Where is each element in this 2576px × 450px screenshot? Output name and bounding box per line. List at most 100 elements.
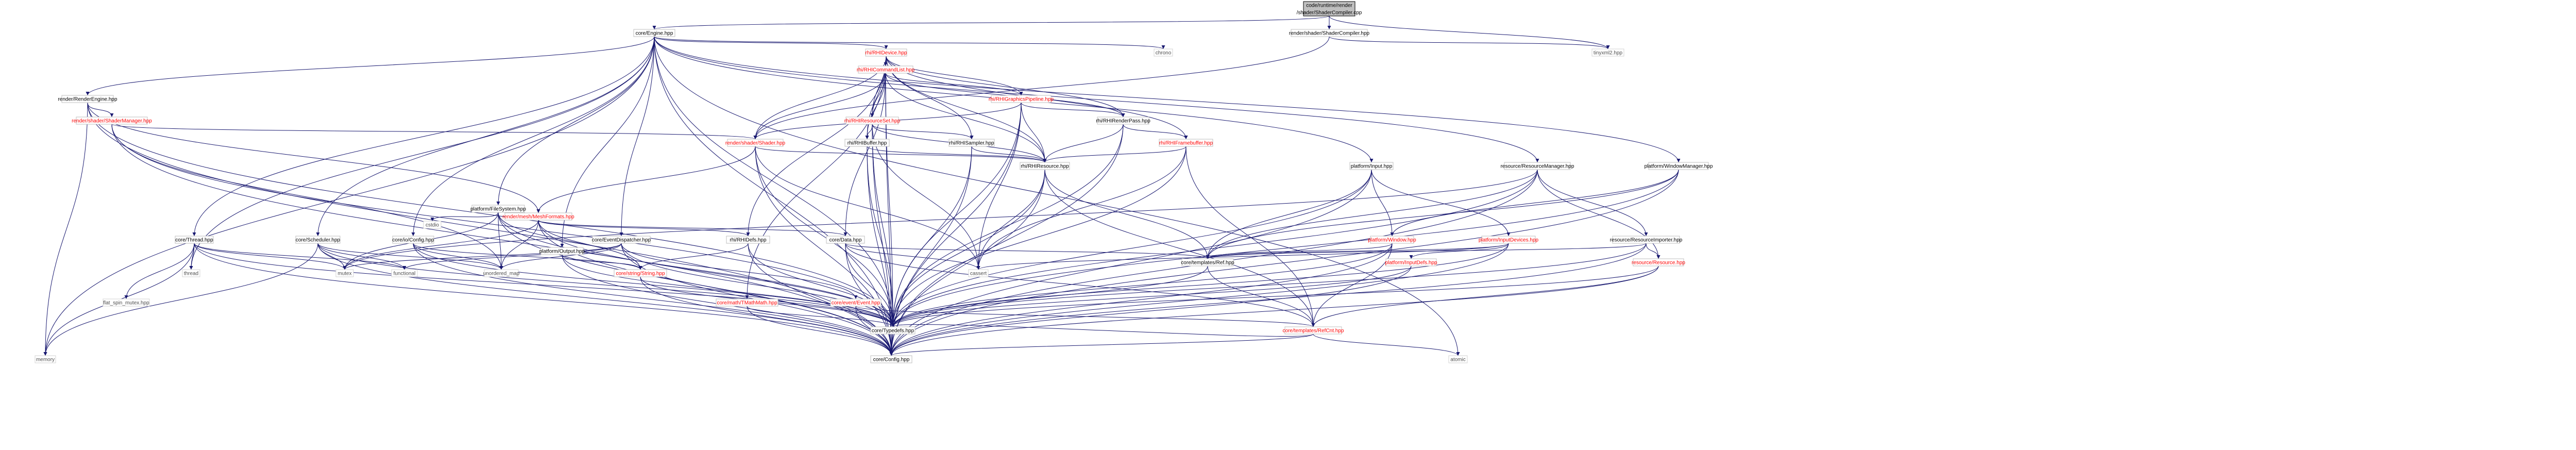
node-rhisampler[interactable]: rhi/RHISampler.hpp (948, 139, 995, 147)
node-box (335, 269, 354, 277)
node-label: rhi/RHIRenderPass.hpp (1096, 119, 1150, 124)
node-string[interactable]: core/string/String.hpp (614, 269, 667, 277)
node-renderengine[interactable]: render/RenderEngine.hpp (58, 95, 117, 103)
edge-engine-to-renderengine (86, 36, 655, 96)
edge-meshformats-to-rhidefs (538, 220, 750, 237)
node-rhidevice[interactable]: rhi/RHIDevice.hpp (865, 48, 907, 57)
node-label: core/io/Config.hpp (392, 238, 434, 243)
node-label: mutex (337, 271, 351, 277)
node-rhirenderpass[interactable]: rhi/RHIRenderPass.hpp (1096, 116, 1150, 125)
node-rhicommandlist[interactable]: rhi/RHICommandList.hpp (857, 65, 915, 74)
edge-windowmanager-to-ref (1206, 169, 1679, 259)
node-platformwindow[interactable]: platform/Window.hpp (1368, 236, 1416, 244)
node-inputdevices[interactable]: platform/InputDevices.hpp (1479, 236, 1539, 244)
edge-rhibuffer-to-config (867, 146, 893, 356)
node-functional: functional (391, 269, 418, 277)
node-box (103, 298, 150, 307)
node-inputdefs[interactable]: platform/InputDefs.hpp (1385, 258, 1437, 266)
node-label: cassert (970, 271, 987, 277)
node-scheduler[interactable]: core/Scheduler.hpp (295, 236, 341, 244)
node-label: atomic (1450, 357, 1465, 363)
node-resource[interactable]: resource/Resource.hpp (1632, 258, 1685, 266)
node-tmathmath[interactable]: core/math/TMathMath.hpp (716, 298, 778, 307)
node-rhiframebuffer[interactable]: rhi/RHIFramebuffer.hpp (1159, 139, 1213, 147)
node-label: memory (36, 357, 55, 363)
node-platformoutput[interactable]: platform/Output.hpp (539, 247, 585, 255)
edge-renderengine-to-memory (43, 102, 88, 356)
node-config[interactable]: core/Config.hpp (870, 355, 912, 363)
edge-rhigraphicspipeline-to-rhiresource (1021, 102, 1047, 163)
edge-rhiframebuffer-to-cassert (976, 146, 1187, 270)
node-shadermanager[interactable]: render/shader/ShaderManager.hpp (72, 116, 152, 125)
node-typedefs[interactable]: core/Typedefs.hpp (870, 326, 916, 335)
edge-rhiresource-to-typedefs (891, 169, 1045, 327)
node-label: render/shader/ShaderManager.hpp (72, 119, 152, 124)
edge-engine-to-chrono (654, 36, 1165, 49)
edge-scheduler-to-functional (317, 243, 406, 270)
edge-rhigraphicspipeline-to-cassert (976, 102, 1022, 270)
node-label: render/mesh/MeshFormats.hpp (502, 214, 574, 220)
edge-coredata-to-ref (845, 243, 1210, 259)
edge-rhidevice-to-tmathmath (745, 56, 887, 299)
edge-shader-to-rhiresource (755, 146, 1047, 163)
edge-rhicommandlist-to-rhiresource (885, 73, 1047, 163)
node-coredata[interactable]: core/Data.hpp (826, 236, 865, 244)
node-label: core/math/TMathMath.hpp (717, 301, 777, 306)
node-rhigraphicspipeline[interactable]: rhi/RHIGraphicsPipeline.hpp (989, 95, 1054, 103)
node-corethread[interactable]: core/Thread.hpp (175, 236, 214, 244)
edge-windowmanager-to-platformwindow (1390, 169, 1679, 237)
node-box (716, 298, 778, 307)
edge-string-to-config (640, 276, 893, 356)
node-label: platform/InputDevices.hpp (1479, 238, 1539, 243)
node-engine[interactable]: core/Engine.hpp (633, 29, 675, 37)
node-rhiresource[interactable]: rhi/RHIResource.hpp (1020, 162, 1070, 170)
node-label: render/shader/ShaderCompiler.hpp (1289, 31, 1370, 37)
node-label: platform/WindowManager.hpp (1645, 164, 1713, 170)
node-label: rhi/RHIResourceSet.hpp (844, 119, 901, 124)
node-meshformats[interactable]: render/mesh/MeshFormats.hpp (502, 212, 574, 221)
node-ioconfig[interactable]: core/io/Config.hpp (392, 236, 434, 244)
node-resourceimporter[interactable]: resource/ResourceImporter.hpp (1610, 236, 1683, 244)
edge-meshformats-to-coredata (538, 220, 848, 237)
node-box (1591, 48, 1624, 57)
node-eventdispatcher[interactable]: core/EventDispatcher.hpp (592, 236, 651, 244)
node-box (423, 221, 442, 229)
node-label: core/Scheduler.hpp (296, 238, 341, 243)
node-windowmanager[interactable]: platform/WindowManager.hpp (1645, 162, 1713, 170)
node-box (830, 298, 882, 307)
edge-rhiframebuffer-to-refcnt (1185, 146, 1315, 327)
edge-rhirenderpass-to-typedefs (891, 124, 1124, 327)
edge-rhibuffer-to-typedefs (867, 146, 895, 327)
node-platforminput[interactable]: platform/Input.hpp (1349, 162, 1394, 170)
node-shadercompiler[interactable]: render/shader/ShaderCompiler.hpp (1289, 29, 1370, 37)
edge-resource-to-typedefs (891, 265, 1659, 327)
edge-rhiresource-to-ref (1044, 169, 1210, 259)
edge-rhidevice-to-rhidefs (746, 56, 887, 237)
node-box (1349, 162, 1394, 170)
node-root[interactable]: code/runtime/render/shader/ShaderCompile… (1297, 1, 1362, 16)
edge-coredata-to-cassert (845, 243, 980, 270)
node-label: platform/FileSystem.hpp (470, 207, 526, 212)
edge-shader-to-typedefs (755, 146, 895, 327)
node-shader[interactable]: render/shader/Shader.hpp (725, 139, 786, 147)
edge-resourceimporter-to-typedefs (891, 243, 1647, 327)
node-event[interactable]: core/event/Event.hpp (830, 298, 882, 307)
node-atomic: atomic (1448, 355, 1468, 363)
node-rhibuffer[interactable]: rhi/RHIBuffer.hpp (844, 139, 890, 147)
node-rhidefs[interactable]: rhi/RHIDefs.hpp (726, 236, 770, 244)
node-rhiresourceset[interactable]: rhi/RHIResourceSet.hpp (844, 116, 901, 125)
edge-rhirenderpass-to-rhiresource (1043, 124, 1124, 163)
node-filesystem[interactable]: platform/FileSystem.hpp (470, 205, 526, 213)
node-box (392, 236, 434, 244)
edge-platformwindow-to-typedefs (891, 243, 1393, 327)
edge-rhisampler-to-config (889, 146, 972, 356)
edge-resourcemanager-to-resourceimporter (1537, 169, 1648, 237)
node-box (1385, 258, 1437, 266)
edge-shader-to-meshformats (536, 146, 756, 213)
node-ref[interactable]: core/templates/Ref.hpp (1181, 258, 1234, 266)
node-label: core/Thread.hpp (175, 238, 213, 243)
edge-rhirenderpass-to-config (889, 124, 1124, 356)
node-refcnt[interactable]: core/templates/RefCnt.hpp (1283, 326, 1344, 335)
node-resourcemanager[interactable]: resource/ResourceManager.hpp (1501, 162, 1574, 170)
edge-rhidevice-to-rhigraphicspipeline (886, 56, 1023, 96)
